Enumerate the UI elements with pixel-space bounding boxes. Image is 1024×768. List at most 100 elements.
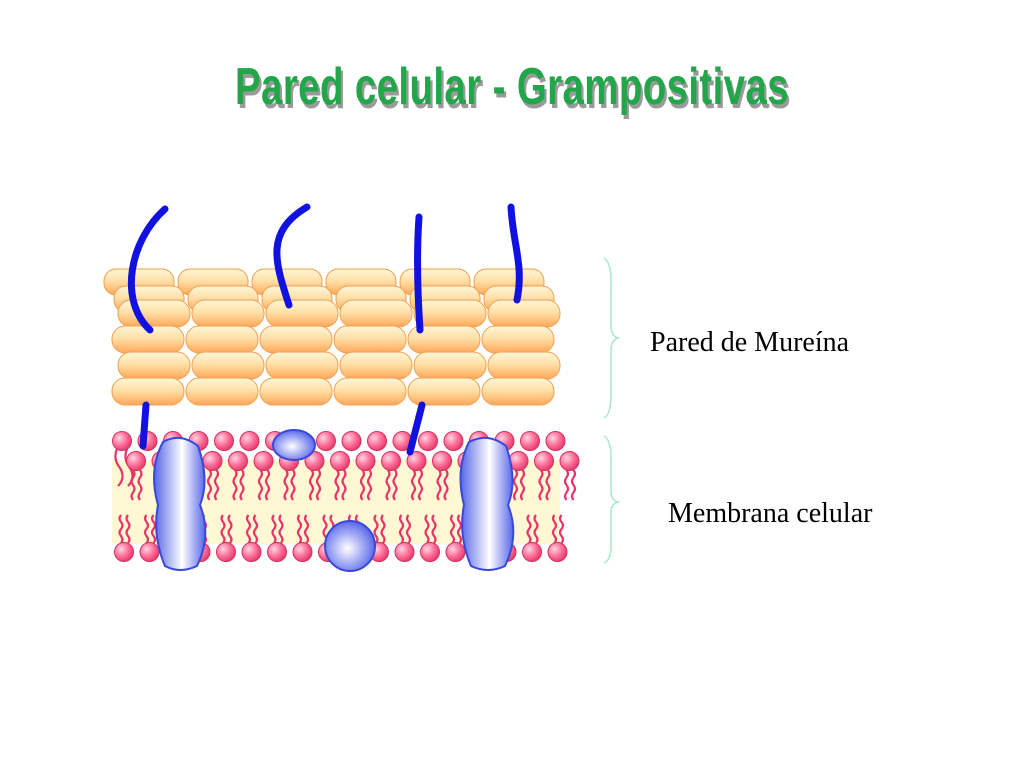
lipid-tail (271, 514, 277, 544)
teichoic-acid-strand (127, 205, 169, 334)
mureina-block (481, 377, 555, 406)
lipid-tail (315, 469, 322, 501)
lipid-head (239, 431, 260, 451)
lipid-head (126, 451, 146, 471)
lipid-tail (512, 469, 519, 501)
lipid-tail (206, 469, 213, 501)
mureina-block (407, 377, 481, 406)
lipid-head (547, 542, 568, 562)
label-membrana-celular: Membrana celular (668, 498, 873, 529)
mureina-block (333, 325, 407, 354)
lipid-tail (392, 469, 398, 501)
lipid-tail (380, 514, 386, 544)
mureina-block (481, 325, 555, 354)
lipid-head (216, 542, 236, 562)
teichoic-acid-strand (507, 203, 523, 304)
lipid-head (267, 542, 287, 562)
lipid-tail (398, 514, 405, 544)
lipid-head (114, 542, 134, 562)
lipid-tail (296, 514, 303, 544)
lipid-tail (278, 514, 284, 544)
lipid-tail (257, 469, 264, 501)
teichoic-acid-strand (139, 401, 150, 450)
lipid-tail (570, 469, 577, 501)
lipid-tail (373, 514, 379, 544)
lipid-tail (220, 514, 226, 544)
teichoic-acid-strand (406, 401, 426, 456)
lipid-tail (137, 469, 143, 501)
lipid-tail (443, 469, 449, 501)
lipid-tail (456, 514, 463, 544)
lipid-tail (143, 514, 150, 544)
mureina-block (191, 299, 265, 328)
lipid-head (139, 542, 160, 562)
lipid-tail (405, 514, 412, 544)
mureina-block (339, 351, 413, 380)
mureina-block (111, 377, 185, 406)
mureina-block (191, 351, 265, 380)
lipid-tail (239, 469, 245, 501)
lipid-tail (545, 469, 551, 501)
lipid-head (330, 451, 350, 471)
lipid-tail (366, 469, 373, 501)
lipid-head (241, 542, 262, 562)
page-title: Pared celular - Grampositivas (235, 58, 789, 116)
mureina-block (265, 351, 339, 380)
lipid-tail (303, 514, 310, 544)
lipid-tail (308, 469, 315, 501)
lipid-head (443, 431, 464, 451)
mureina-block (185, 377, 259, 406)
lipid-tail (385, 469, 391, 501)
mureina-block (487, 299, 561, 328)
lipid-tail (264, 469, 271, 501)
mureina-block (413, 299, 487, 328)
mureina-block (333, 377, 407, 406)
lipid-head (445, 542, 466, 562)
lipid-head (406, 451, 427, 471)
membrane-protein-left (153, 436, 207, 571)
lipid-head (228, 451, 248, 471)
lipid-head (214, 431, 234, 451)
lipid-tail (431, 514, 437, 544)
lipid-tail (533, 514, 539, 544)
lipid-head (545, 431, 566, 451)
lipid-head (202, 451, 223, 471)
lipid-tail (558, 514, 565, 544)
lipid-head (418, 431, 438, 451)
lipid-tail (130, 469, 136, 501)
lipid-head (381, 451, 401, 471)
membrane-protein-top (272, 429, 316, 461)
lipid-tail (150, 514, 157, 544)
lipid-head (292, 542, 313, 562)
label-pared-mureina: Pared de Mureína (650, 327, 850, 358)
mureina-wall (103, 268, 561, 406)
lipid-tail (424, 514, 430, 544)
lipid-tail (283, 469, 289, 501)
teichoic-acid-strand (413, 213, 424, 334)
mureina-block (265, 299, 339, 328)
lipid-tail (410, 469, 417, 501)
lipid-tail (341, 469, 347, 501)
lipid-head (112, 431, 132, 451)
lipid-head (420, 542, 440, 562)
lipid-tail (232, 469, 238, 501)
lipid-head (534, 451, 554, 471)
lipid-tail (436, 469, 442, 501)
lipid-head (355, 451, 376, 471)
membrane-protein-right (459, 436, 515, 571)
lipid-head (367, 431, 387, 451)
lipid-tail (551, 514, 558, 544)
bracket-membrane (603, 435, 621, 564)
mureina-block (117, 351, 191, 380)
lipid-tail (114, 446, 124, 487)
lipid-tail (245, 514, 252, 544)
lipid-tail (538, 469, 544, 501)
lipid-head (304, 451, 325, 471)
lipid-head (394, 542, 415, 562)
lipid-tail (449, 514, 456, 544)
mureina-block (185, 325, 259, 354)
mureina-block (339, 299, 413, 328)
lipid-tail (563, 469, 570, 501)
lipid-tail (359, 469, 366, 501)
